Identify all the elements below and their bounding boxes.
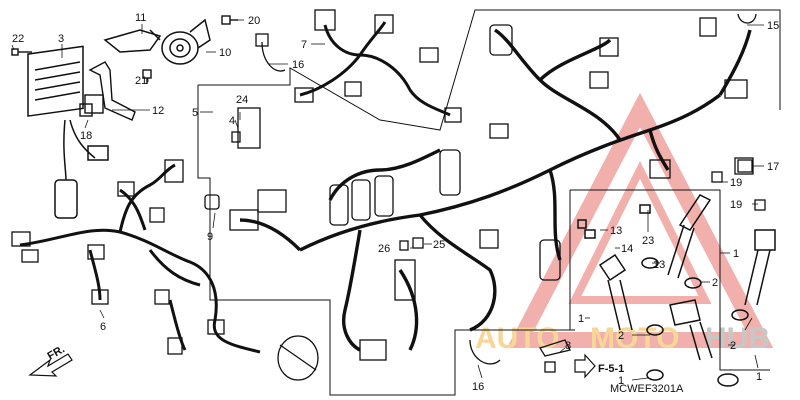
callout-4: 4: [229, 115, 235, 127]
callout-1-left: 1: [578, 313, 584, 325]
callout-1-bottom: 1: [618, 375, 624, 387]
watermark-moto: MOTO: [590, 322, 679, 355]
callout-22: 22: [12, 33, 24, 45]
upper-harness: [299, 21, 451, 117]
callout-10: 10: [219, 47, 231, 59]
callout-16-top: 16: [292, 59, 304, 71]
callout-26: 26: [378, 243, 390, 255]
sub-harness-left-connectors: [11, 159, 319, 381]
ignition-coils: [577, 194, 776, 387]
reference-label: F-5-1: [598, 363, 624, 375]
front-direction-arrow: FR.: [28, 343, 73, 377]
callout-25: 25: [433, 239, 445, 251]
callout-18: 18: [80, 130, 92, 142]
main-harness-components: [229, 17, 753, 361]
callout-2-right: 2: [712, 277, 718, 289]
watermark-logo: AUTO MOTO HUB: [475, 92, 774, 355]
leader-lines: [11, 19, 764, 381]
callout-2-bottom: 2: [730, 340, 736, 352]
callout-8: 8: [565, 340, 571, 352]
callout-19-lower: 19: [730, 199, 742, 211]
callout-1-right: 1: [733, 248, 739, 260]
callout-2-left: 2: [618, 330, 624, 342]
small-clips: [204, 131, 424, 251]
callout-23: 23: [642, 235, 654, 247]
callout-1-bottom-right: 1: [756, 371, 762, 383]
bracket-and-relay: [79, 61, 136, 121]
regulator-rectifier: [27, 45, 109, 219]
callout-9: 9: [207, 231, 213, 243]
callout-11: 11: [135, 12, 146, 24]
horn: [103, 18, 211, 65]
sub-harness-left: [19, 163, 261, 354]
upper-harness-connectors: [294, 9, 462, 123]
callout-15: 15: [767, 20, 779, 32]
callout-17: 17: [767, 161, 779, 173]
callout-7: 7: [301, 39, 307, 51]
clamps: [255, 13, 766, 211]
reference-arrow: F-5-1: [574, 353, 624, 379]
watermark-auto: AUTO: [475, 322, 559, 355]
callout-20: 20: [248, 15, 260, 27]
callout-21: 21: [135, 75, 147, 87]
callout-16-bottom: 16: [472, 381, 484, 393]
callout-19-upper: 19: [730, 177, 742, 189]
callout-numbers: 22 3 11 20 10 21 12 18 5 7 16 24 4 9 6 1…: [12, 12, 779, 393]
group-boundaries: [197, 9, 781, 396]
callout-5: 5: [192, 107, 198, 119]
callout-14: 14: [621, 243, 633, 255]
diagram-code: MCWEF3201A: [610, 383, 684, 395]
callout-6: 6: [100, 321, 106, 333]
watermark-hub: HUB: [705, 322, 770, 355]
callout-12: 12: [152, 105, 164, 117]
bottom-fittings: [469, 339, 571, 373]
callout-3: 3: [58, 33, 64, 45]
main-wire-harness: [239, 28, 752, 352]
callout-13-upper: 13: [610, 225, 622, 237]
bolts: [11, 15, 238, 84]
callout-13-lower: 13: [653, 259, 665, 271]
callout-24: 24: [236, 94, 248, 106]
